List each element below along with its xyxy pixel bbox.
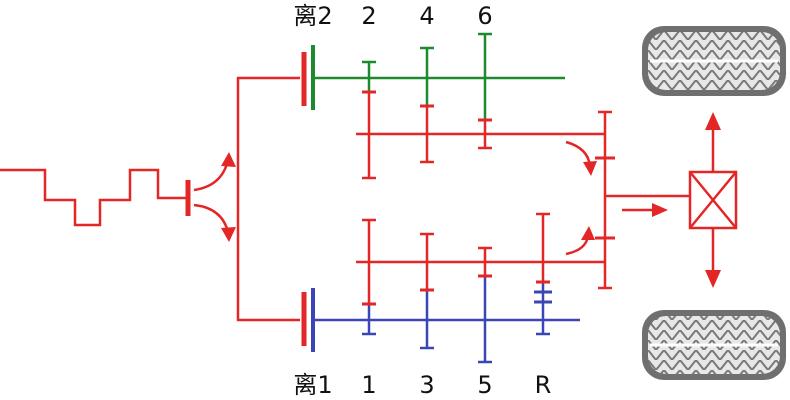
- axle-down-arrow-icon: [705, 270, 721, 288]
- differential-cross-b: [689, 171, 737, 229]
- clutch2-label: 离2: [293, 2, 333, 30]
- tire-icon-bottom: [642, 310, 786, 380]
- gear1-label: 1: [361, 371, 377, 399]
- split-arrow-down-head: [221, 227, 236, 242]
- output-arrow-head: [652, 203, 668, 217]
- engine-input-line: [0, 168, 186, 227]
- gear3-label: 3: [419, 371, 435, 399]
- axle-up-arrow-icon: [705, 112, 721, 130]
- gear6-label: 6: [477, 2, 493, 30]
- gear4-label: 4: [419, 2, 435, 30]
- gear5-label: 5: [477, 371, 493, 399]
- lower-flow-arrow-head: [581, 226, 595, 240]
- gear2-label: 2: [361, 2, 377, 30]
- tire-icon-top: [642, 26, 786, 96]
- mesh-markers: [362, 90, 550, 306]
- upper-flow-arrow-head: [583, 161, 597, 176]
- gearR-label: R: [534, 371, 552, 399]
- clutch1-label: 离1: [293, 371, 333, 399]
- split-arrow-up-head: [221, 152, 236, 167]
- clutch-feed-line: [236, 76, 300, 322]
